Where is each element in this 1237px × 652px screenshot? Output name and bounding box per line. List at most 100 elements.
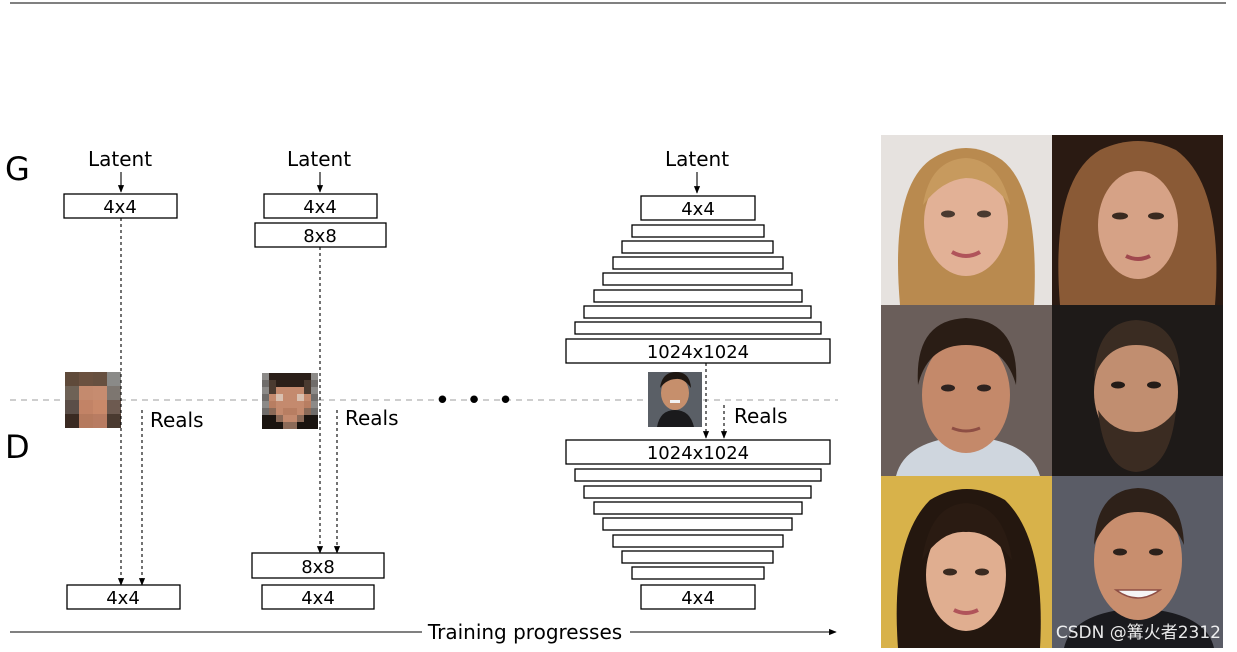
pixel [297, 394, 304, 401]
sample-face-image [881, 305, 1052, 476]
generated-image-4x4 [65, 372, 121, 428]
d-layer [583, 485, 812, 499]
pixel [311, 422, 318, 429]
latent-label: Latent [88, 147, 152, 171]
pixel [304, 422, 311, 429]
g-layer [631, 224, 765, 238]
pixel [311, 401, 318, 408]
g-block-label: 8x8 [303, 226, 337, 247]
g-layer [574, 321, 822, 335]
pixel [311, 415, 318, 422]
pixel [297, 415, 304, 422]
pixel [269, 415, 276, 422]
watermark: CSDN @篝火者2312 [1056, 623, 1221, 643]
pixel [290, 387, 297, 394]
training-timeline: Training progresses [10, 620, 837, 644]
d-layer [612, 534, 784, 548]
pixel [283, 380, 290, 387]
pixel [276, 422, 283, 429]
pixel [290, 380, 297, 387]
d-block-label: 4x4 [301, 588, 335, 609]
d-layer [621, 550, 774, 564]
stage-2: Latent 4x4 8x8 Reals 8x8 4x4 [251, 147, 399, 610]
pixel [290, 401, 297, 408]
g-block-label: 4x4 [303, 197, 337, 218]
pixel [290, 373, 297, 380]
g-block-4x4 [263, 193, 378, 219]
g-block-label: 1024x1024 [647, 342, 749, 363]
d-block-label: 8x8 [301, 557, 335, 578]
generator-label: G [5, 150, 30, 188]
pixel [276, 380, 283, 387]
pixel [262, 415, 269, 422]
pixel [269, 387, 276, 394]
pixel [290, 394, 297, 401]
pixel [290, 408, 297, 415]
pixel [311, 408, 318, 415]
pixel [304, 380, 311, 387]
g-layer [593, 289, 803, 303]
pixel [311, 394, 318, 401]
pixel [297, 387, 304, 394]
pixel [304, 401, 311, 408]
pixel [269, 401, 276, 408]
pixel [297, 380, 304, 387]
generated-image-8x8 [262, 373, 318, 429]
pixel [283, 394, 290, 401]
pixel [269, 380, 276, 387]
d-block-4x4 [66, 584, 181, 610]
pixel [297, 408, 304, 415]
pixel [297, 373, 304, 380]
pixel [269, 394, 276, 401]
sample-face-image [1052, 305, 1223, 476]
d-block-8x8 [251, 552, 385, 579]
pixel [290, 415, 297, 422]
d-block-label: 4x4 [681, 588, 715, 609]
d-layer [574, 468, 822, 482]
sample-face-image [881, 476, 1052, 648]
pixel [311, 387, 318, 394]
pixel [276, 394, 283, 401]
d-layer [602, 517, 793, 531]
reals-label: Reals [150, 408, 204, 432]
pixel [269, 422, 276, 429]
g-block-label: 4x4 [681, 199, 715, 220]
g-block-label: 4x4 [103, 197, 137, 218]
pixel [304, 387, 311, 394]
generated-image-1024 [648, 372, 702, 427]
discriminator-label: D [5, 428, 30, 466]
d-layer [593, 501, 803, 515]
d-block-label: 1024x1024 [647, 443, 749, 464]
pixel [269, 373, 276, 380]
pixel [283, 373, 290, 380]
pixel [276, 401, 283, 408]
pixel [311, 373, 318, 380]
reals-label: Reals [345, 406, 399, 430]
pixel [276, 387, 283, 394]
pixel [304, 394, 311, 401]
pixel [297, 401, 304, 408]
pixel [283, 401, 290, 408]
d-block-1024 [565, 439, 831, 465]
pixel [262, 422, 269, 429]
d-block-4x4 [640, 584, 756, 610]
pixel [304, 373, 311, 380]
pixel [283, 422, 290, 429]
g-layer [583, 305, 812, 319]
pixel [262, 394, 269, 401]
pixel [276, 415, 283, 422]
stage-3: Latent 4x4 1024x1024 Reals 1024x1024 [565, 147, 831, 610]
d-block-4x4 [261, 584, 375, 610]
pixel [304, 415, 311, 422]
pixel [276, 373, 283, 380]
pixel [262, 373, 269, 380]
pixel [283, 408, 290, 415]
ellipsis: • • • [435, 386, 518, 416]
g-layer [602, 272, 793, 286]
pixel [311, 380, 318, 387]
pixel [262, 401, 269, 408]
sample-face-image [881, 135, 1052, 305]
latent-label: Latent [665, 147, 729, 171]
pixel [262, 408, 269, 415]
